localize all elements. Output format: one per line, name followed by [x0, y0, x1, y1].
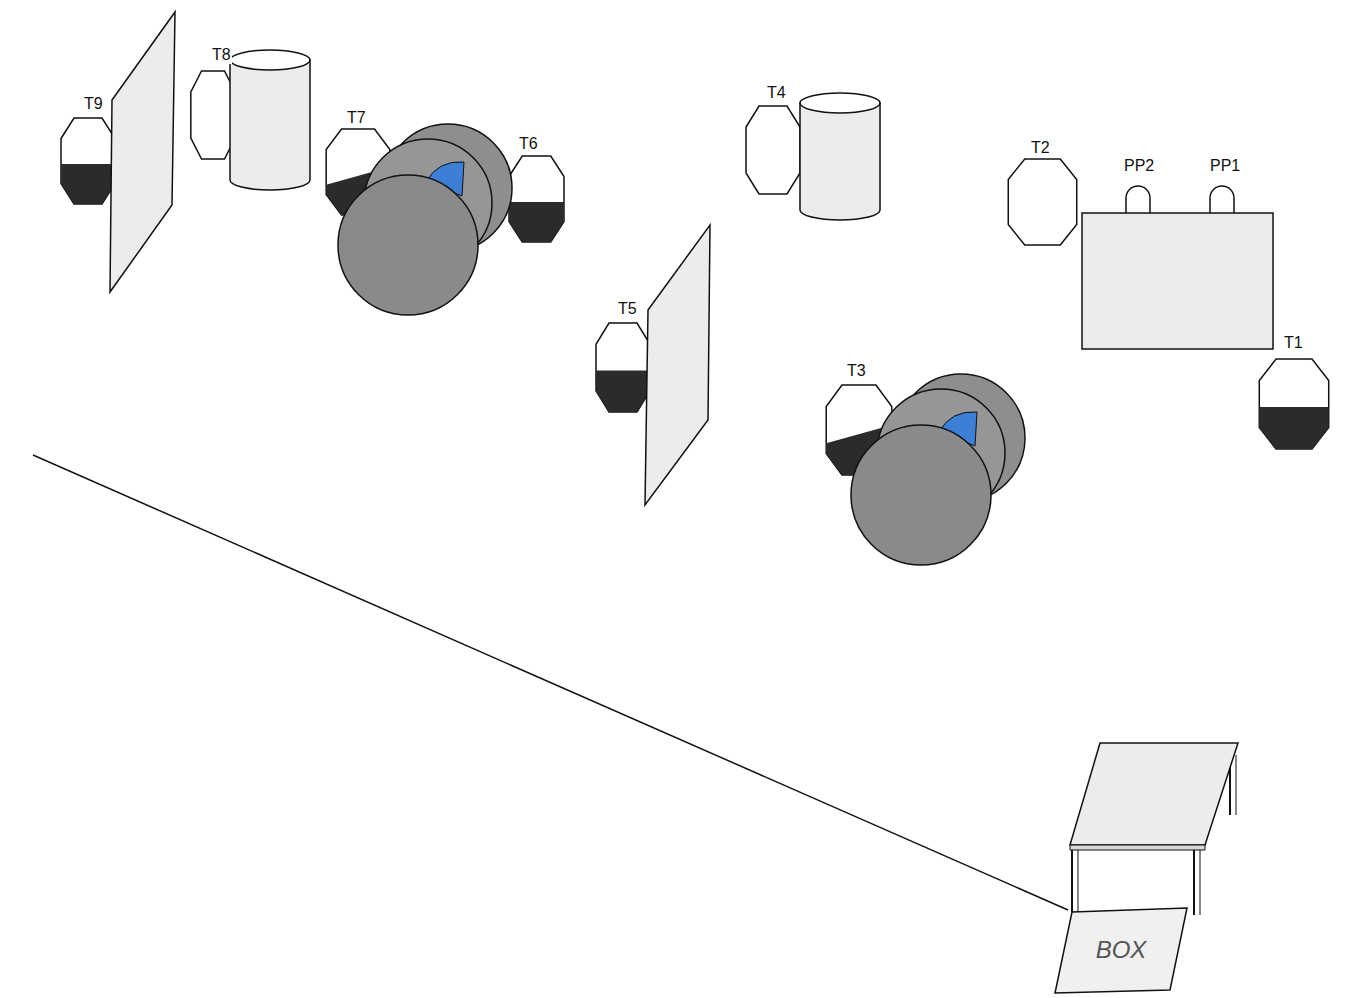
callout-label: PP2	[1123, 157, 1155, 175]
table-leg	[1071, 845, 1073, 912]
block	[1082, 213, 1273, 349]
callout-label: T6	[518, 135, 539, 153]
target-octagon	[509, 156, 564, 242]
target-octagon	[746, 106, 800, 194]
panel	[645, 225, 710, 505]
callout-label: T3	[846, 362, 867, 380]
cylinder	[230, 60, 310, 190]
target-octagon	[1008, 159, 1076, 245]
callout-label: T1	[1283, 334, 1304, 352]
callout-label: T5	[617, 300, 638, 318]
callout-label: PP1	[1209, 157, 1241, 175]
target-octagon	[191, 71, 235, 159]
marker-text: BOX	[1050, 904, 1192, 964]
callout-label: T7	[346, 109, 367, 127]
roller	[851, 374, 1025, 565]
cylinder	[800, 103, 880, 220]
callout-label: T9	[83, 95, 104, 113]
target-octagon	[596, 323, 650, 412]
callout-label: T2	[1030, 139, 1051, 157]
target-octagon	[1259, 359, 1328, 449]
roller	[338, 124, 512, 315]
floor-marker: BOX	[1050, 904, 1192, 996]
panel	[110, 12, 175, 292]
table-top	[1070, 743, 1238, 845]
callout-label: T4	[766, 84, 787, 102]
pin-bump	[1126, 186, 1150, 214]
target-octagon	[61, 118, 115, 204]
callout-label: T8	[211, 46, 232, 64]
boundary-line	[33, 455, 1068, 910]
pin-bump	[1210, 186, 1234, 214]
